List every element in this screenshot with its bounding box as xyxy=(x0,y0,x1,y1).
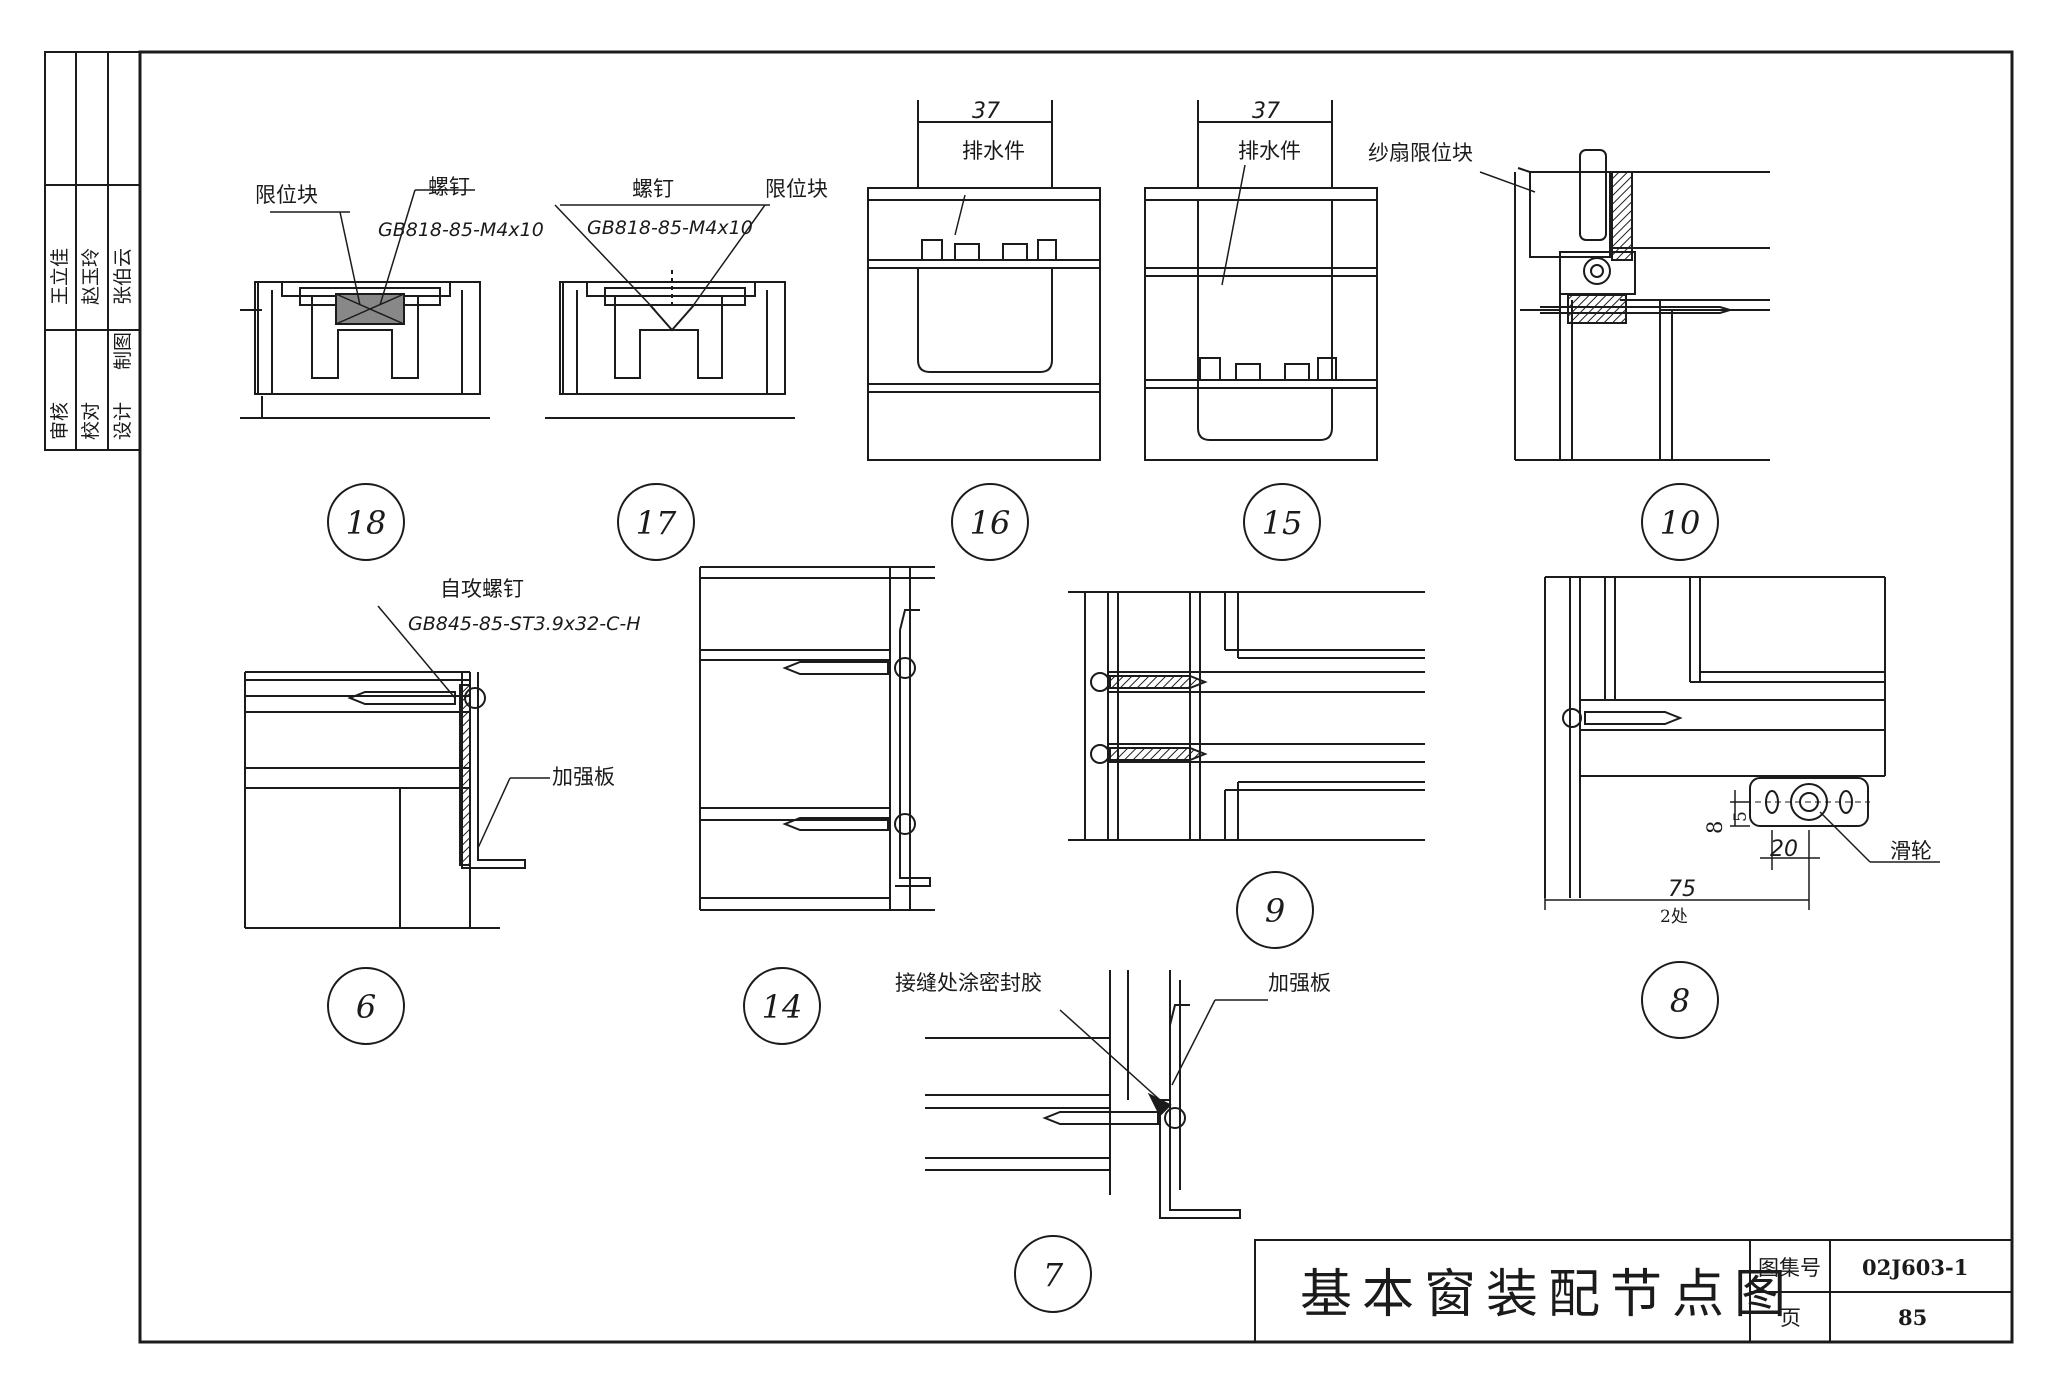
sig-name-1: 王立佳 xyxy=(49,248,71,305)
page-label: 页 xyxy=(1780,1306,1801,1330)
drawing-title: 基本窗装配节点图 xyxy=(1300,1265,1796,1325)
detail-15-drawing xyxy=(1144,100,1378,461)
atlas-number: 02J603-1 xyxy=(1862,1255,1968,1280)
detail-8-dim-note: 2处 xyxy=(1660,907,1688,927)
detail-17-label-screw-spec: GB818-85-M4x10 xyxy=(587,217,753,239)
detail-15-label-drain: 排水件 xyxy=(1238,139,1301,163)
detail-16-dimension: 37 xyxy=(972,99,1000,124)
detail-6-label-tapping-screw: 自攻螺钉 xyxy=(440,577,524,601)
detail-6-drawing xyxy=(244,605,550,929)
detail-14-drawing xyxy=(699,566,935,911)
detail-16-drawing xyxy=(867,100,1101,461)
detail-number-15: 15 xyxy=(1262,504,1303,542)
detail-6-label-screw-spec: GB845-85-ST3.9x32-C-H xyxy=(408,613,640,635)
page-number: 85 xyxy=(1898,1305,1927,1330)
detail-number-17: 17 xyxy=(636,504,677,542)
sig-name-2: 赵玉玲 xyxy=(80,248,102,305)
detail-18-label-screw-spec: GB818-85-M4x10 xyxy=(378,219,544,241)
title-block xyxy=(1254,1239,2013,1343)
sig-role-3: 设计 xyxy=(112,402,134,440)
detail-number-10: 10 xyxy=(1660,504,1701,542)
detail-7-drawing xyxy=(925,970,1268,1219)
detail-8-dim-8: 8 xyxy=(1703,821,1727,834)
detail-number-6: 6 xyxy=(356,988,376,1026)
detail-18-label-stop-block: 限位块 xyxy=(255,183,318,207)
sheet-border xyxy=(138,50,2014,1344)
detail-8-drawing xyxy=(1544,576,1940,910)
detail-17-drawing xyxy=(545,270,795,419)
detail-circles xyxy=(327,483,1719,1313)
sig-role-2: 校对 xyxy=(80,402,102,440)
detail-number-9: 9 xyxy=(1265,892,1285,930)
detail-7-label-reinforcement: 加强板 xyxy=(1268,971,1331,995)
detail-8-dim-75: 75 xyxy=(1668,877,1696,902)
detail-18-17-leaders xyxy=(270,189,770,311)
atlas-number-label: 图集号 xyxy=(1758,1256,1821,1280)
detail-16-label-drain: 排水件 xyxy=(962,139,1025,163)
detail-8-dim-20: 20 xyxy=(1770,837,1798,862)
detail-10-label-screen-stop: 纱扇限位块 xyxy=(1368,141,1473,165)
detail-15-dimension: 37 xyxy=(1252,99,1280,124)
detail-9-drawing xyxy=(1068,591,1425,841)
detail-18-label-screw: 螺钉 xyxy=(428,175,470,199)
detail-number-7: 7 xyxy=(1043,1256,1064,1294)
detail-8-label-pulley: 滑轮 xyxy=(1890,839,1932,863)
detail-number-16: 16 xyxy=(970,504,1011,542)
detail-18-drawing xyxy=(240,281,490,419)
detail-number-8: 8 xyxy=(1670,982,1690,1020)
sig-name-3: 张伯云 xyxy=(112,248,134,305)
detail-7-label-sealant: 接缝处涂密封胶 xyxy=(895,971,1042,995)
sig-role-1: 审核 xyxy=(49,402,71,440)
signature-block xyxy=(44,51,141,451)
sig-role-4: 制图 xyxy=(112,332,134,370)
detail-number-18: 18 xyxy=(346,504,387,542)
detail-10-drawing xyxy=(1479,149,1770,461)
detail-8-dim-5: 5 xyxy=(1731,811,1751,822)
detail-number-14: 14 xyxy=(762,988,803,1026)
detail-17-label-screw: 螺钉 xyxy=(632,177,674,201)
detail-6-label-reinforcement: 加强板 xyxy=(552,765,615,789)
detail-17-label-stop-block: 限位块 xyxy=(765,177,828,201)
